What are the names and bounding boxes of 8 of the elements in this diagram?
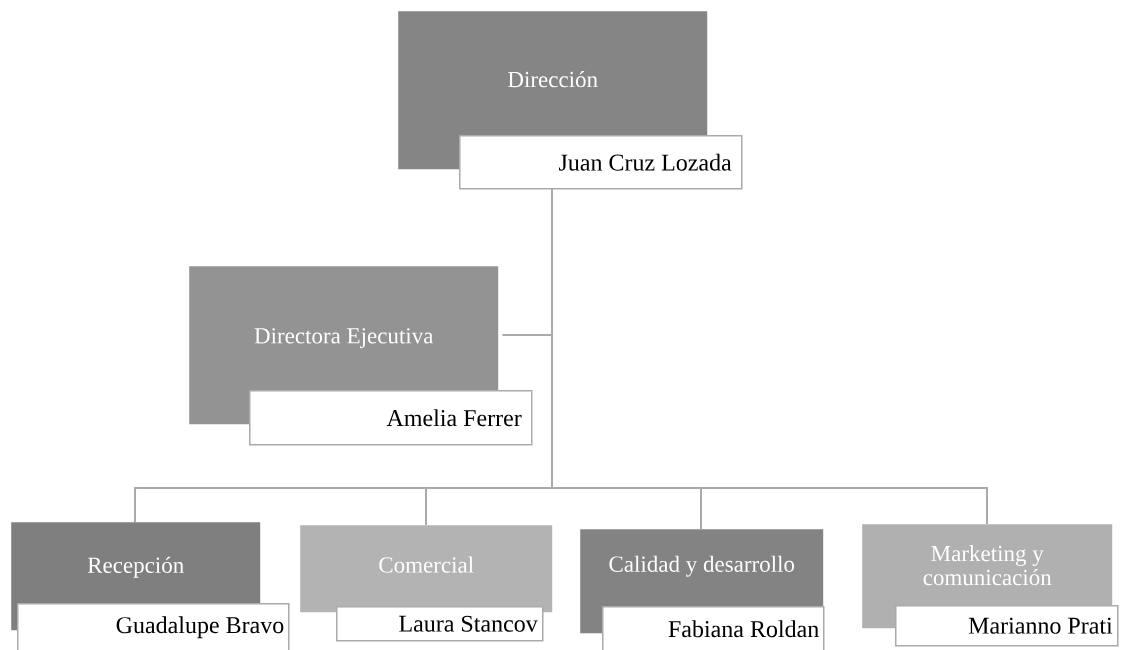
department-box: Comercial xyxy=(300,525,553,613)
name-box: Amelia Ferrer xyxy=(249,390,533,446)
name-box: Juan Cruz Lozada xyxy=(459,135,743,190)
name-box: Guadalupe Bravo xyxy=(17,603,290,650)
name-box: Fabiana Roldan xyxy=(602,606,825,650)
name-box: Laura Stancov xyxy=(336,606,544,642)
name-box: Marianno Prati xyxy=(895,605,1119,647)
connector-line xyxy=(551,188,988,525)
